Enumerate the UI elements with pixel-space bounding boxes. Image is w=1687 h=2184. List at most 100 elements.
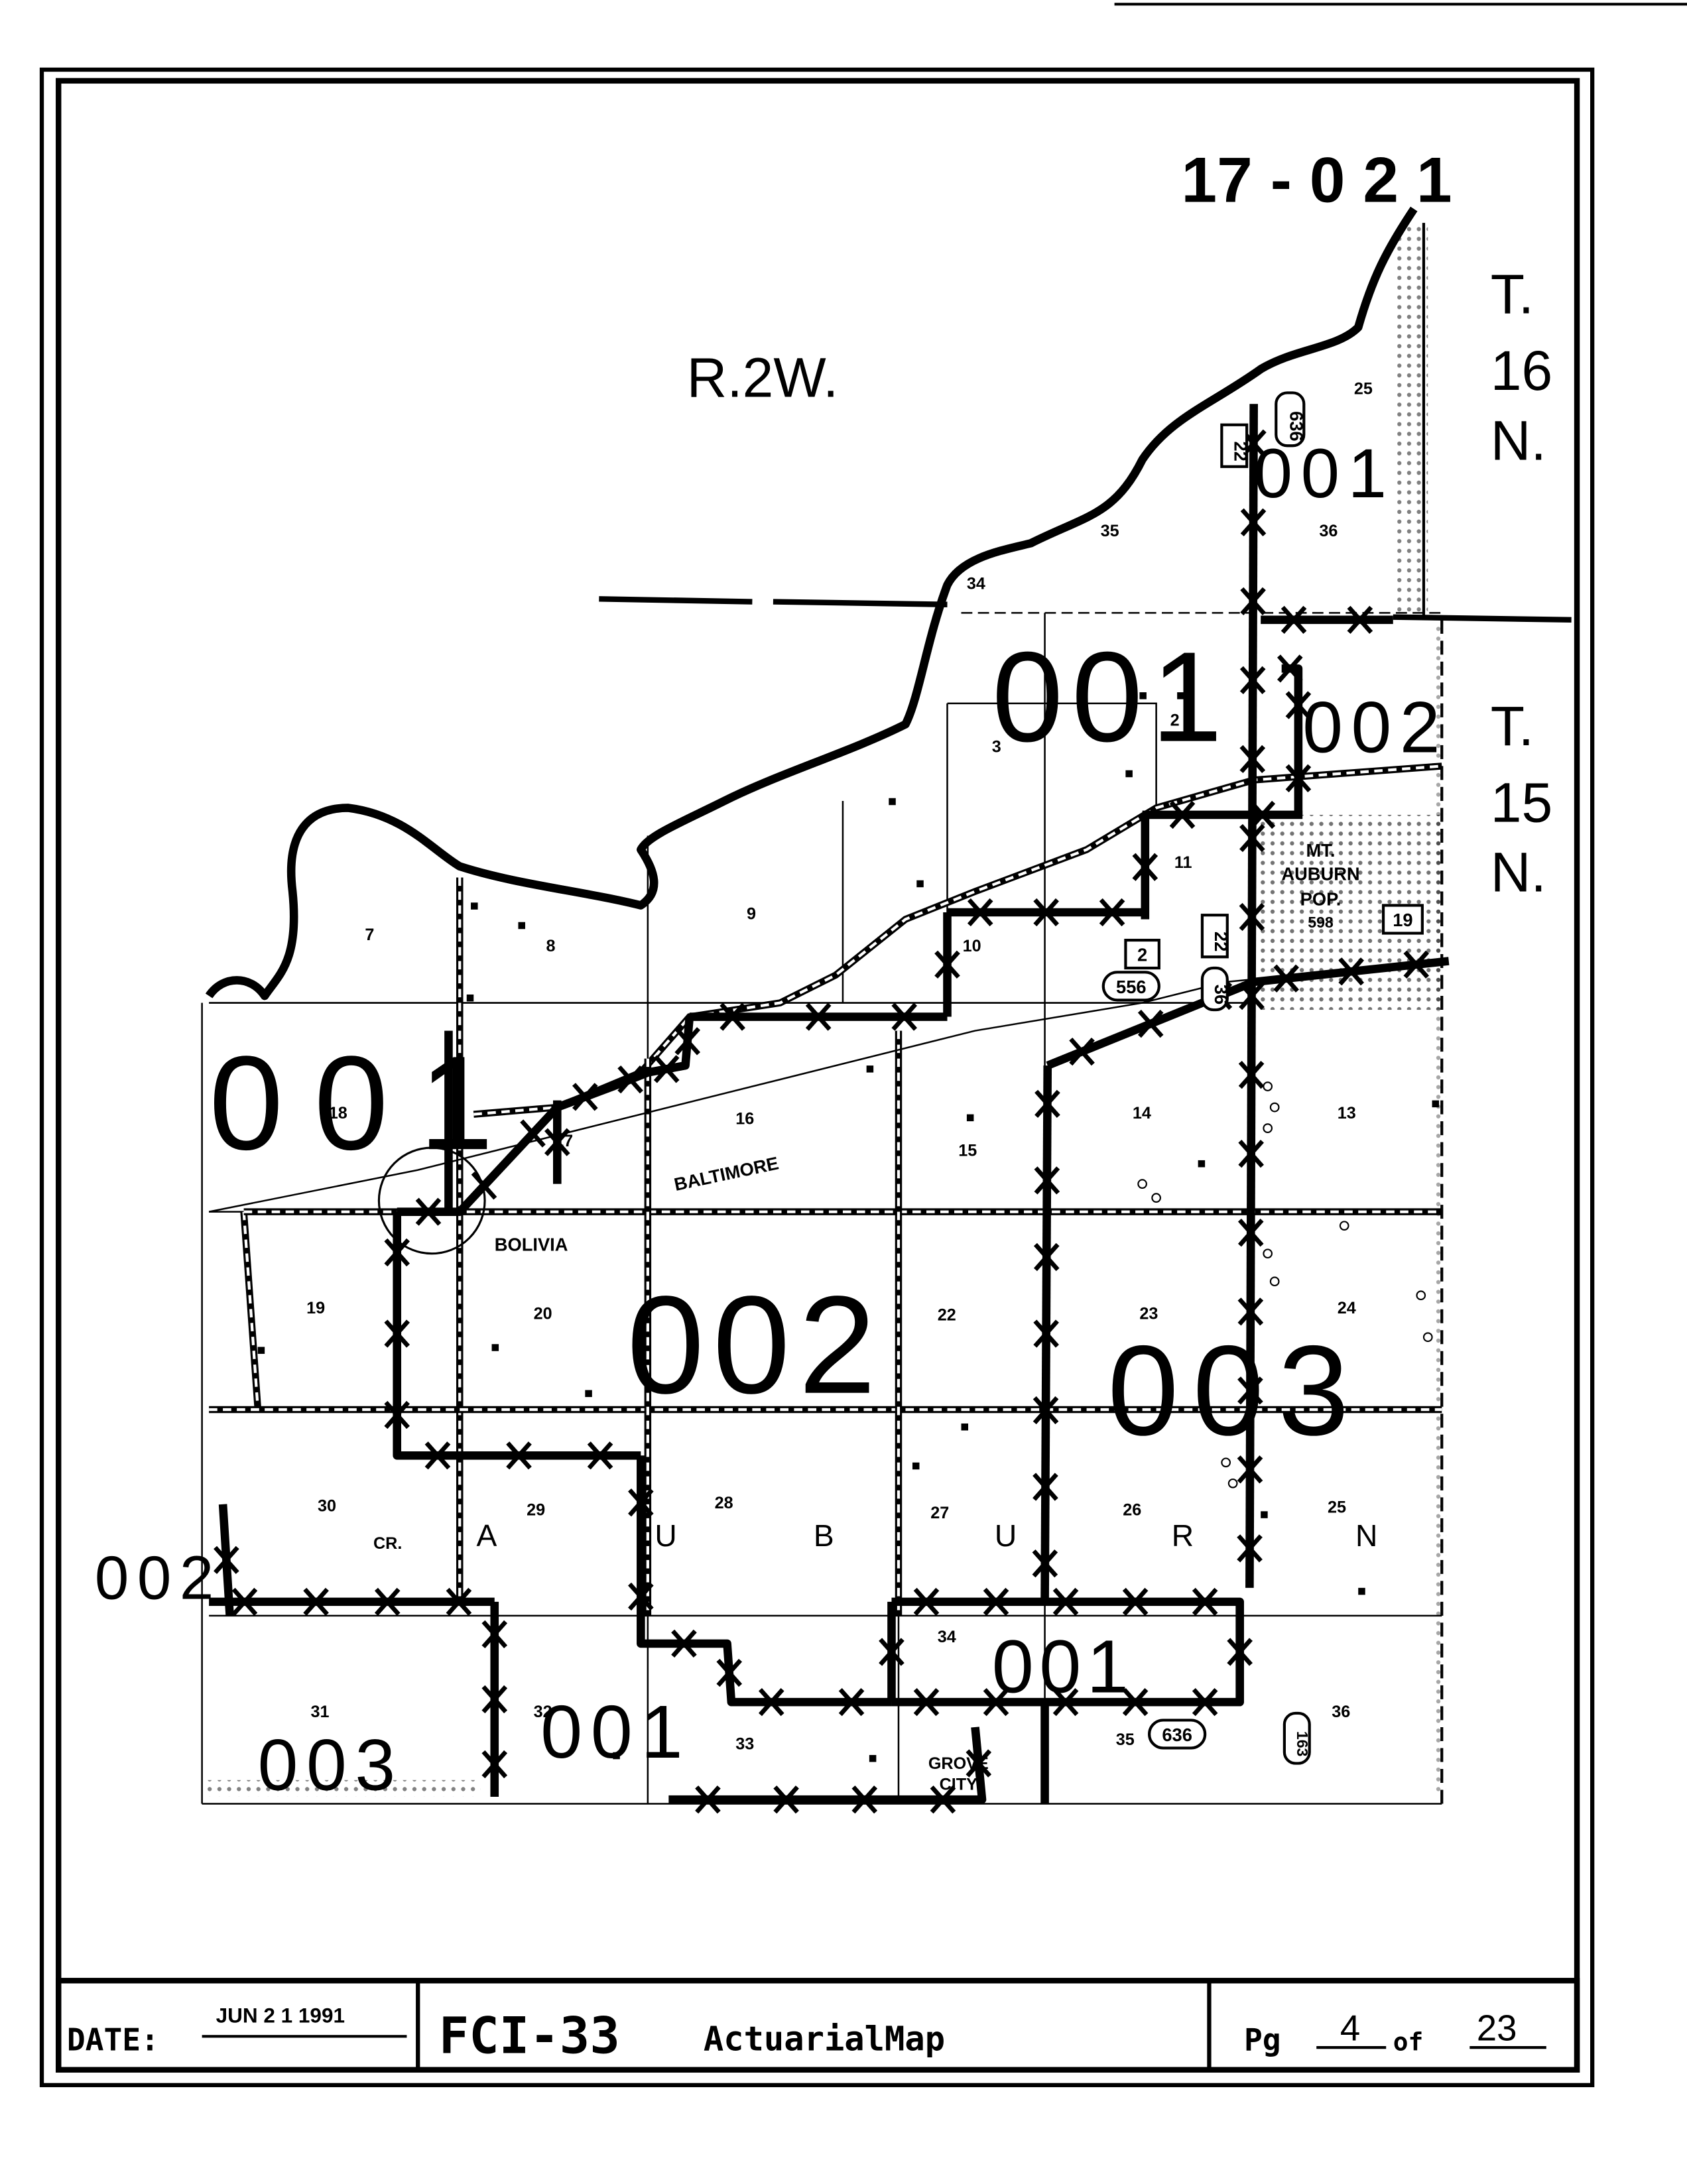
area-code: 002 — [627, 1267, 884, 1423]
section-number: 14 — [1133, 1104, 1151, 1122]
creek-label: CR. — [373, 1534, 402, 1553]
boundary-x-mark — [967, 898, 993, 927]
boundary-x-mark — [471, 1172, 497, 1200]
boundary-x-mark — [1237, 1219, 1264, 1247]
mt-auburn-label-line: POP. — [1300, 889, 1342, 910]
route-number: 636 — [1286, 411, 1306, 442]
bolivia-town-circle — [377, 1146, 486, 1255]
boundary-x-mark — [1137, 1009, 1164, 1038]
boundary-x-mark — [1281, 605, 1307, 634]
boundary-x-mark — [1239, 902, 1265, 932]
rating-area-boundaries — [209, 404, 1450, 1814]
boundary-x-mark — [1237, 1298, 1264, 1326]
boundary-x-mark — [1032, 1473, 1058, 1501]
boundary-x-mark — [913, 1587, 940, 1616]
section-number: 13 — [1338, 1104, 1356, 1122]
boundary-x-mark — [1403, 950, 1430, 979]
section-number: 2 — [1170, 711, 1180, 730]
section-number: 26 — [1123, 1501, 1141, 1520]
boundary-x-mark — [695, 1786, 721, 1814]
building-markers — [257, 692, 1440, 1762]
route-shields: 636 22 2 556 36 22 19 636 163 — [1101, 391, 1424, 1765]
boundary-x-mark — [1169, 800, 1196, 829]
boundary-x-mark — [1285, 764, 1312, 792]
township-16n-part: T. — [1491, 263, 1534, 326]
page-number: 4 — [1340, 2008, 1360, 2049]
date-label: DATE: — [67, 2022, 159, 2057]
section-number: 16 — [735, 1109, 754, 1128]
area-code: 003 — [258, 1725, 404, 1805]
section-number: 19 — [306, 1299, 325, 1317]
boundary-x-mark — [384, 1400, 410, 1429]
boundary-x-mark — [374, 1587, 401, 1616]
boundary-x-mark — [1239, 745, 1266, 774]
boundary-x-mark — [1192, 1687, 1218, 1717]
boundary-x-mark — [506, 1441, 532, 1470]
boundary-x-mark — [1285, 691, 1312, 719]
boundary-x-mark — [415, 1197, 442, 1226]
of-label: of — [1393, 2027, 1424, 2056]
township-15n-label: T. 15 N. — [1491, 695, 1552, 904]
boundary-x-mark — [671, 1629, 697, 1658]
section-number: 22 — [938, 1306, 956, 1325]
route-shield-2: 2 — [1124, 938, 1160, 970]
boundary-x-mark — [934, 950, 960, 979]
area-code: 001 — [992, 1624, 1134, 1709]
township-15n-part: T. — [1491, 695, 1534, 757]
boundary-x-mark — [1237, 1376, 1263, 1405]
boundary-x-mark — [1227, 1638, 1253, 1666]
mt-auburn-label-line: MT. — [1306, 840, 1336, 861]
section-number: 7 — [365, 926, 374, 944]
map-title: ActuarialMap — [704, 2019, 945, 2058]
boundary-x-mark — [544, 1128, 570, 1156]
section-number: 24 — [1338, 1299, 1356, 1317]
route-number: 556 — [1116, 977, 1147, 997]
boundary-x-mark — [1033, 898, 1059, 927]
boundary-x-mark — [628, 1488, 654, 1517]
township-15n-part: N. — [1491, 841, 1546, 903]
boundary-x-mark — [1338, 957, 1365, 986]
date-value: JUN 2 1 1991 — [216, 2003, 345, 2027]
grove-city-label: GROVE CITY — [928, 1754, 989, 1794]
boundary-x-mark — [587, 1441, 613, 1470]
section-number: 36 — [1332, 1703, 1350, 1721]
township-name-letter: A — [476, 1518, 497, 1553]
section-number: 25 — [1354, 380, 1373, 398]
township-name-letter: R — [1172, 1518, 1194, 1553]
mt-auburn-label: MT. AUBURN POP. 598 — [1281, 840, 1359, 931]
boundary-x-mark — [851, 1786, 878, 1814]
baltimore-label: BALTIMORE — [672, 1152, 781, 1195]
title-block: DATE: JUN 2 1 1991 FCI-33 ActuarialMap P… — [56, 1978, 1580, 2073]
boundary-x-mark — [1347, 605, 1373, 634]
boundary-x-mark — [1099, 898, 1125, 927]
grove-city-label-line: CITY — [940, 1775, 978, 1793]
boundary-x-mark — [879, 1638, 905, 1666]
section-number: 28 — [715, 1494, 733, 1512]
river-boundary — [205, 206, 1418, 1001]
area-code: 001 — [1254, 435, 1395, 513]
route-number: 22 — [1211, 932, 1231, 951]
section-number: 11 — [1174, 853, 1192, 872]
area-code: 002 — [1302, 687, 1448, 768]
boundary-x-mark — [384, 1238, 410, 1267]
map-area: 17 - 0 2 1 R.2W. T. 16 N. T. 15 N. 001 0… — [95, 145, 1572, 1814]
boundary-x-mark — [1069, 1037, 1095, 1066]
section-number: 35 — [1101, 522, 1119, 540]
boundary-x-mark — [966, 1749, 992, 1778]
boundary-x-mark — [1249, 800, 1276, 829]
shaded-strip — [202, 1780, 481, 1797]
section-number: 30 — [318, 1496, 336, 1515]
grove-city-label-line: GROVE — [928, 1754, 989, 1773]
boundary-x-mark — [446, 1587, 472, 1616]
boundary-x-mark — [1122, 1687, 1149, 1717]
route-shield-163: 163 — [1282, 1711, 1311, 1765]
boundary-x-mark — [1032, 1549, 1058, 1578]
route-shield-22b: 22 — [1200, 914, 1231, 959]
boundary-x-mark — [1034, 1166, 1060, 1195]
area-code: 002 — [95, 1544, 222, 1612]
boundary-x-mark — [913, 1687, 940, 1717]
section-number: 31 — [310, 1703, 329, 1721]
boundary-x-mark — [1238, 1060, 1265, 1089]
section-number: 27 — [930, 1504, 949, 1522]
township-name-letter: U — [995, 1518, 1017, 1553]
